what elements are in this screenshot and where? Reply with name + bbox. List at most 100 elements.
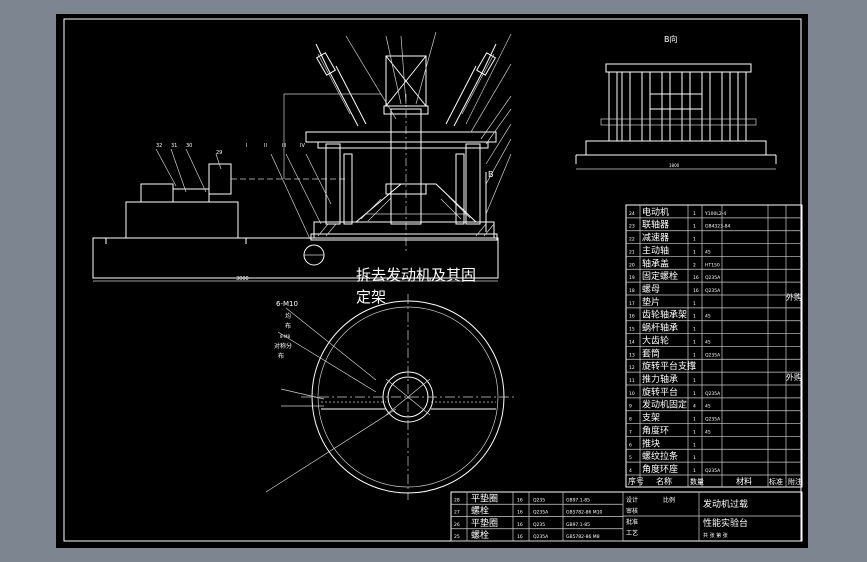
svg-text:29: 29: [216, 150, 222, 156]
cad-drawing: 3000 B 32 31 30 29 I II III IV 拆去发动机及其固 …: [63, 18, 803, 542]
bottom-row-no: 28: [454, 497, 460, 503]
parts-row-spec: HT150: [705, 262, 720, 268]
svg-text:30: 30: [186, 143, 192, 149]
parts-row-qty: 2: [693, 262, 696, 268]
dim-base-left: 3000: [236, 276, 249, 282]
parts-row-no: 24: [629, 211, 635, 217]
parts-row-spec: 45: [705, 404, 711, 410]
parts-row-no: 8: [629, 417, 632, 423]
parts-row-spec: Q235A: [705, 288, 721, 294]
bottom-row-no: 27: [454, 510, 460, 516]
parts-row-name: 角度环: [642, 424, 669, 436]
header-name: 名称: [656, 476, 672, 486]
header-material: 材料: [736, 476, 752, 486]
motor-block: [125, 201, 239, 239]
parts-row-no: 18: [629, 288, 635, 294]
parts-row-no: 21: [629, 249, 635, 255]
parts-row-qty: 1: [693, 314, 696, 320]
parts-row-name: 减速器: [642, 232, 669, 244]
parts-row-no: 19: [629, 275, 635, 281]
parts-row-no: 12: [629, 365, 635, 371]
svg-text:IV: IV: [300, 143, 305, 149]
view-title-line2: 定架: [356, 288, 386, 306]
svg-text:III: III: [282, 143, 286, 149]
parts-row-name: 固定螺栓: [642, 270, 678, 282]
bottom-row-no: 25: [454, 534, 460, 540]
bottom-row-qty: 16: [517, 510, 523, 516]
svg-text:II: II: [264, 143, 267, 149]
parts-row-no: 15: [629, 327, 635, 333]
parts-row-spec: Q235A: [705, 352, 721, 358]
header-qty: 数量: [690, 477, 704, 486]
parts-row-name: 轴承盖: [642, 257, 669, 269]
cone-support: [354, 183, 478, 223]
parts-row-qty: 16: [693, 288, 699, 294]
parts-row-no: 17: [629, 301, 635, 307]
parts-row-spec: 45: [705, 429, 711, 435]
bottom-row-qty: 16: [517, 534, 523, 540]
bottom-row-std: GB97.1-85: [566, 497, 590, 503]
parts-row-spec: Q235A: [705, 275, 721, 281]
parts-row-name: 推块: [642, 437, 660, 449]
bottom-row-std: GB97.1-85: [566, 522, 590, 528]
parts-row-name: 推力轴承: [642, 373, 678, 385]
parts-row-spec: 45: [705, 314, 711, 320]
right-label: 外购: [786, 372, 802, 382]
parts-row-qty: 4: [693, 404, 696, 410]
bottom-row-qty: 16: [517, 497, 523, 503]
parts-row-spec: GB4323-84: [705, 224, 731, 230]
plan-view: 6-M10 均 布 8-M8 对称分 布: [265, 294, 516, 500]
svg-text:31: 31: [171, 143, 177, 149]
parts-row-qty: 1: [693, 339, 696, 345]
parts-row-spec: Q235A: [705, 417, 721, 423]
parts-row-no: 13: [629, 352, 635, 358]
parts-row-name: 发动机固定: [642, 399, 687, 411]
parts-row-name: 旋转平台: [642, 386, 678, 398]
parts-row-spec: 45: [705, 249, 711, 255]
scale-label: 比例: [663, 496, 675, 504]
callout-num: 32: [156, 143, 162, 149]
parts-row-spec: Q235A: [705, 391, 721, 397]
front-view: 3000 B 32 31 30 29 I II III IV: [92, 31, 512, 282]
plan-note: 6-M10: [276, 300, 298, 308]
title-cell: 批准: [626, 518, 638, 526]
header-no: 序号: [628, 476, 644, 486]
sheet-label: 共 张 第 张: [703, 532, 728, 539]
svg-text:布: 布: [285, 322, 291, 330]
parts-row-spec: Q235A: [705, 468, 721, 474]
bottom-row-name: 螺栓: [471, 505, 489, 517]
parts-row-name: 支架: [642, 412, 660, 424]
title-sub: 性能实验台: [703, 517, 748, 529]
dim-right-view: 1800: [669, 163, 680, 168]
svg-text:布: 布: [278, 352, 284, 360]
parts-row-qty: 1: [693, 391, 696, 397]
view-title-line1: 拆去发动机及其固: [356, 266, 476, 284]
parts-row-no: 9: [629, 404, 632, 410]
header-std: 标准: [769, 477, 783, 486]
b-view: B向 1800: [575, 34, 777, 170]
bottom-row-spec: Q235A: [533, 534, 549, 540]
parts-row-no: 22: [629, 237, 635, 243]
title-cell: 工艺: [626, 529, 638, 537]
parts-row-name: 联轴器: [642, 219, 669, 231]
parts-row-qty: 16: [693, 275, 699, 281]
right-label: 外购: [786, 292, 802, 302]
parts-row-qty: 1: [693, 301, 696, 307]
drawing-frame: [63, 18, 802, 542]
parts-row-spec: 45: [705, 339, 711, 345]
bottom-row-spec: Q235: [533, 497, 545, 503]
parts-row-qty: 1: [693, 378, 696, 384]
parts-row-no: 6: [629, 442, 632, 448]
parts-row-no: 16: [629, 314, 635, 320]
bottom-row-spec: Q235: [533, 522, 545, 528]
angled-struts: [315, 43, 497, 127]
title-cell: 设计: [626, 496, 638, 504]
parts-row-qty: 1: [693, 442, 696, 448]
header-note: 附注: [788, 477, 802, 486]
parts-row-no: 5: [629, 455, 632, 461]
parts-row-qty: 1: [693, 352, 696, 358]
parts-row-qty: 1: [693, 237, 696, 243]
parts-row-qty: 1: [693, 365, 696, 371]
